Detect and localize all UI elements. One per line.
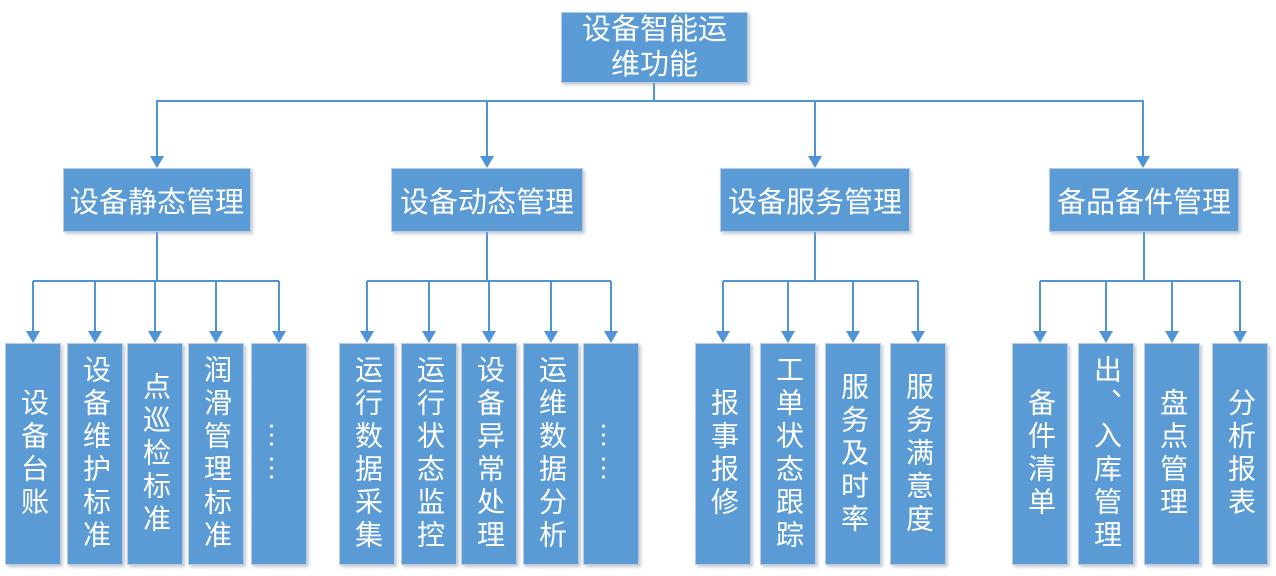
branch-node-spare-parts-management: 备品备件管理 bbox=[1049, 168, 1239, 232]
leaf-label: 报事报修 bbox=[708, 388, 739, 520]
leaf-node-ellipsis: …… bbox=[583, 343, 639, 565]
branch-node-static-management: 设备静态管理 bbox=[63, 168, 251, 232]
leaf-label: 设备异常处理 bbox=[474, 355, 505, 553]
leaf-node: 出、入库管理 bbox=[1078, 343, 1134, 565]
leaf-node: 设备异常处理 bbox=[461, 343, 517, 565]
leaf-node: 点巡检标准 bbox=[127, 343, 183, 565]
leaf-label: 点巡检标准 bbox=[140, 371, 171, 537]
leaf-label: 出、入库管理 bbox=[1091, 355, 1122, 553]
leaf-node: 服务及时率 bbox=[825, 343, 881, 565]
arrowheads-level1 bbox=[150, 156, 1150, 168]
leaf-node: 工单状态跟踪 bbox=[760, 343, 816, 565]
leaf-label: …… bbox=[596, 421, 627, 487]
leaf-label: 运维数据分析 bbox=[536, 355, 567, 553]
leaf-label: 设备维护标准 bbox=[80, 355, 111, 553]
leaf-node: 运行数据采集 bbox=[339, 343, 395, 565]
arrowheads-level2 bbox=[26, 331, 1247, 343]
leaf-label: 盘点管理 bbox=[1157, 388, 1188, 520]
leaf-node-ellipsis: …… bbox=[251, 343, 307, 565]
leaf-node: 润滑管理标准 bbox=[188, 343, 244, 565]
leaf-label: 分析报表 bbox=[1225, 388, 1256, 520]
leaf-label: …… bbox=[264, 421, 295, 487]
leaf-node: 运维数据分析 bbox=[523, 343, 579, 565]
leaf-label: 运行数据采集 bbox=[352, 355, 383, 553]
connector-level1 bbox=[156, 83, 1144, 157]
connector-level2 bbox=[32, 232, 1241, 333]
leaf-label: 设备台账 bbox=[18, 388, 49, 520]
leaf-label: 运行状态监控 bbox=[414, 355, 445, 553]
leaf-label: 服务及时率 bbox=[838, 371, 869, 537]
leaf-node: 设备台账 bbox=[5, 343, 61, 565]
leaf-node: 运行状态监控 bbox=[401, 343, 457, 565]
leaf-node: 报事报修 bbox=[695, 343, 751, 565]
leaf-node: 设备维护标准 bbox=[67, 343, 123, 565]
root-node: 设备智能运维功能 bbox=[561, 12, 748, 83]
leaf-node: 备件清单 bbox=[1012, 343, 1068, 565]
branch-node-service-management: 设备服务管理 bbox=[720, 168, 910, 232]
leaf-node: 分析报表 bbox=[1212, 343, 1268, 565]
leaf-label: 备件清单 bbox=[1025, 388, 1056, 520]
leaf-label: 工单状态跟踪 bbox=[773, 355, 804, 553]
leaf-node: 盘点管理 bbox=[1144, 343, 1200, 565]
leaf-node: 服务满意度 bbox=[890, 343, 946, 565]
branch-node-dynamic-management: 设备动态管理 bbox=[391, 168, 583, 232]
leaf-label: 润滑管理标准 bbox=[201, 355, 232, 553]
leaf-label: 服务满意度 bbox=[903, 371, 934, 537]
